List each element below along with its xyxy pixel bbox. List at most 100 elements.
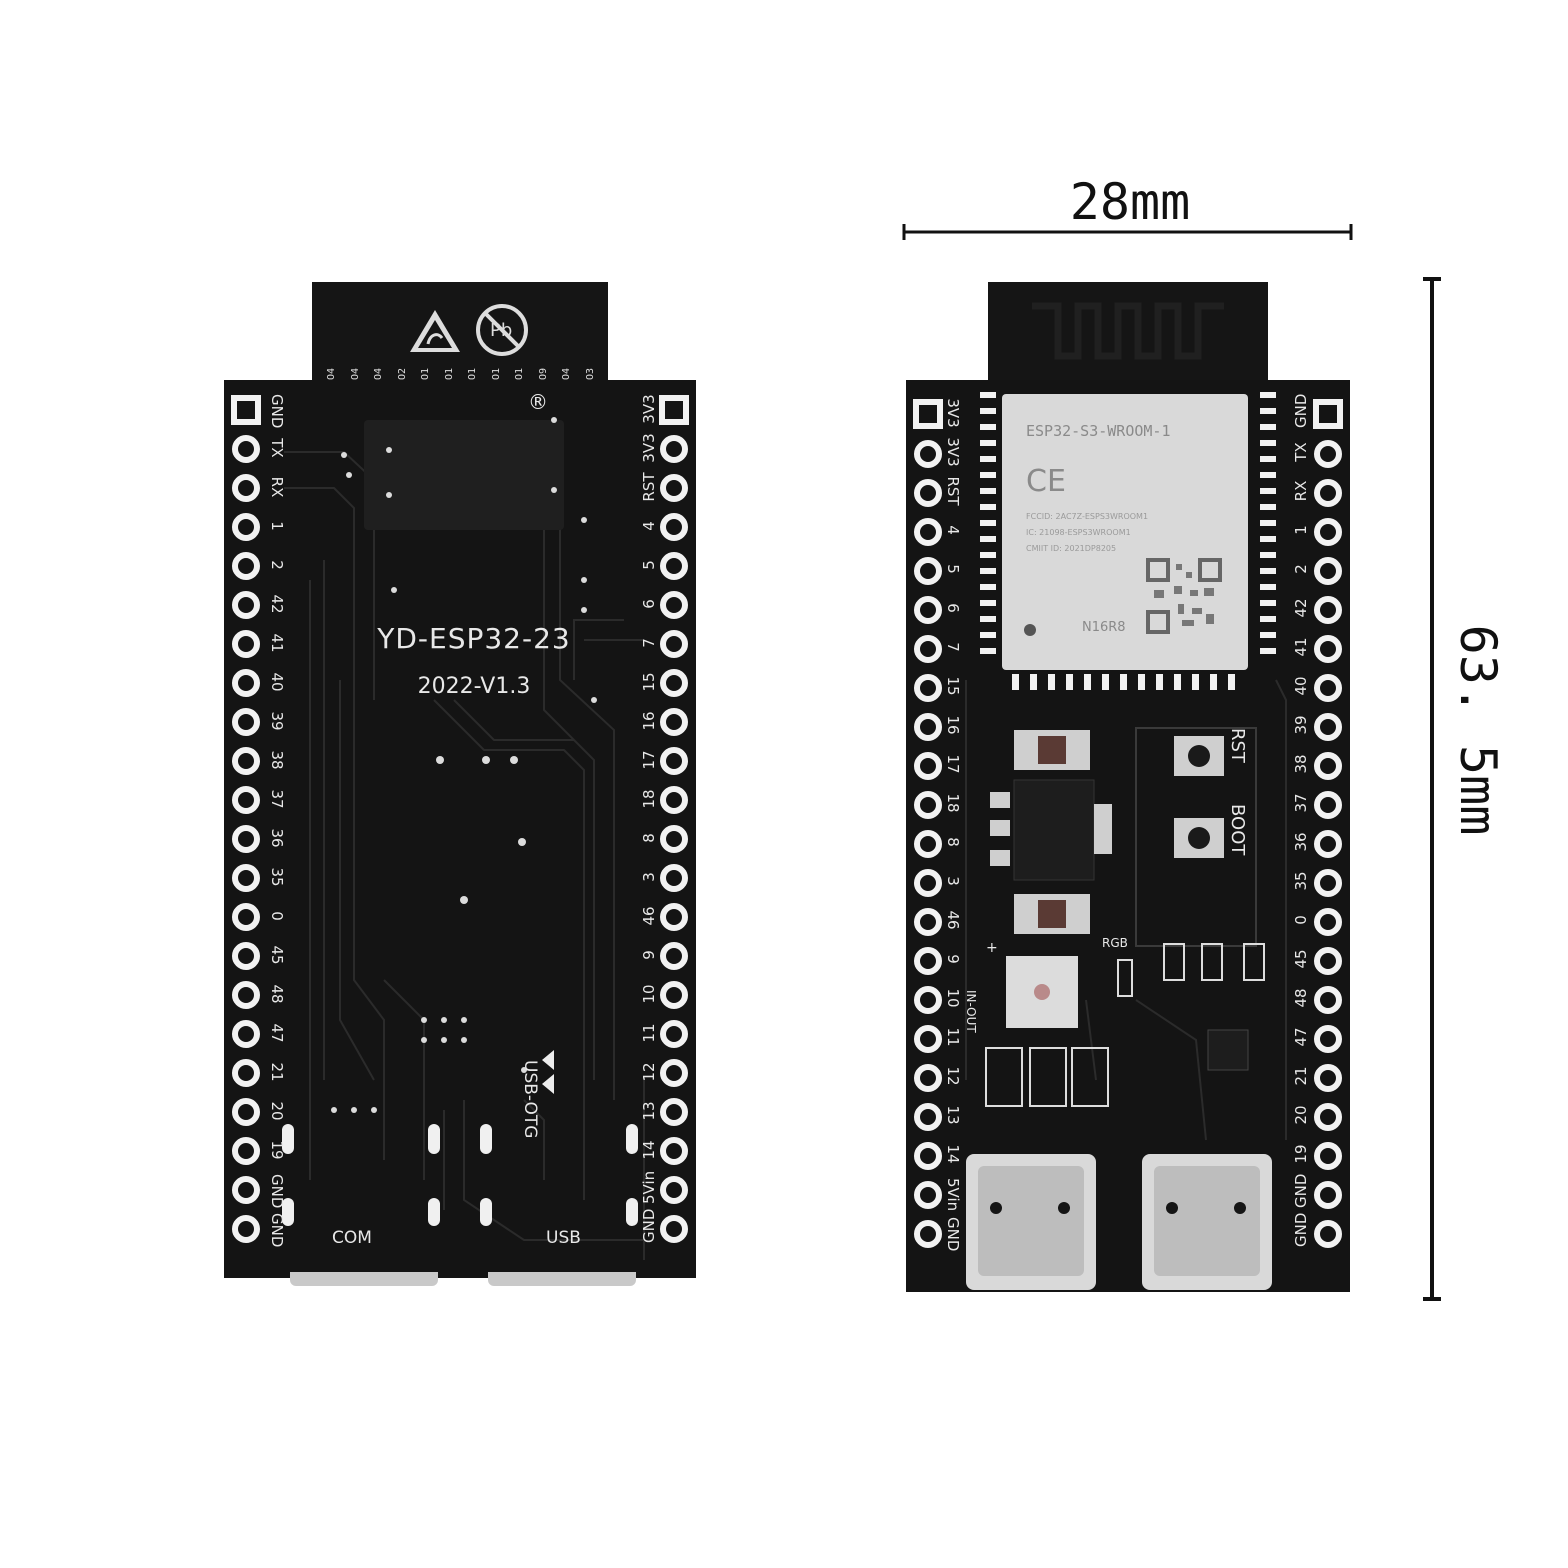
pin-label: 13 — [944, 1105, 962, 1125]
front-right-pin-labels: GND TX RX 1 2 42 41 40 39 38 37 36 35 0 … — [1286, 394, 1316, 1264]
pin-label: 48 — [268, 984, 286, 1004]
pin-label: TX — [268, 438, 286, 458]
module-cert-line: CMIIT ID: 2021DP8205 — [1026, 544, 1117, 553]
pin-label: 38 — [268, 750, 286, 770]
pin-label: GND — [1292, 1212, 1310, 1247]
front-left-pin-labels: 3V3 3V3 RST 4 5 6 7 15 16 17 18 8 3 46 9… — [938, 394, 968, 1264]
usb-otg-label: USB-OTG — [520, 1060, 540, 1139]
rgb-label: RGB — [1102, 936, 1128, 950]
boot-label: BOOT — [1227, 804, 1248, 856]
pin-label: 5Vin — [944, 1178, 962, 1212]
pin-label: RX — [1292, 480, 1310, 502]
pin-label: 36 — [268, 828, 286, 848]
pin-label: 3V3 — [944, 437, 962, 467]
pin-label: 16 — [640, 711, 658, 731]
front-pcb: ESP32-S3-WROOM-1 CE FCCID: 2AC7Z-ESPS3WR… — [906, 380, 1350, 1292]
pin-label: 18 — [944, 793, 962, 813]
pin-label: 8 — [944, 837, 962, 847]
module-variant: N16R8 — [1082, 620, 1126, 635]
width-dimension-label: 28mm — [1069, 173, 1191, 231]
registered-mark: ® — [528, 390, 548, 414]
pin-label: 3 — [640, 872, 658, 882]
pin-label: 45 — [268, 945, 286, 965]
board-name: YD-ESP32-23 — [377, 622, 571, 655]
pin-label: 9 — [944, 954, 962, 964]
pin-label: 20 — [1292, 1105, 1310, 1125]
pin-label: GND — [1292, 1173, 1310, 1208]
pin-label: RX — [268, 476, 286, 498]
pin-label: 40 — [268, 672, 286, 692]
pin-label: 21 — [1292, 1066, 1310, 1086]
usb-label: USB — [546, 1228, 581, 1248]
back-board: Pb IO4 IO4 IO4 IO2 IO1 IO1 IO1 IO1 IO1 I… — [224, 282, 696, 1292]
back-left-pin-labels: GND TX RX 1 2 42 41 40 39 38 37 36 35 0 … — [262, 390, 292, 1248]
plus-label: + — [986, 940, 998, 956]
pin-label: 42 — [268, 594, 286, 614]
pin-label: 36 — [1292, 832, 1310, 852]
front-traces — [965, 392, 1287, 1290]
pin-label: 13 — [640, 1101, 658, 1121]
module-name: ESP32-S3-WROOM-1 — [1026, 422, 1171, 440]
rst-label: RST — [1227, 728, 1248, 763]
pin-label: 4 — [640, 521, 658, 531]
pin-label: 37 — [1292, 793, 1310, 813]
pin-label: 4 — [944, 525, 962, 535]
pin-label: 6 — [640, 599, 658, 609]
pin-label: 40 — [1292, 676, 1310, 696]
pin-label: 6 — [944, 603, 962, 613]
pin-label: 47 — [268, 1023, 286, 1043]
module-cert-line: FCCID: 2AC7Z-ESPS3WROOM1 — [1026, 512, 1149, 521]
pin-label: 41 — [268, 633, 286, 653]
pin-label: 21 — [268, 1062, 286, 1082]
pin-label: 1 — [268, 521, 286, 531]
pin-label: 3 — [944, 876, 962, 886]
back-right-pin-labels: 3V3 3V3 RST 4 5 6 7 15 16 17 18 8 3 46 9… — [634, 390, 664, 1248]
antenna-trace-icon — [1032, 302, 1224, 360]
pin-label: 0 — [1292, 915, 1310, 925]
pin-label: 3V3 — [944, 398, 962, 428]
front-board: ESP32-S3-WROOM-1 CE FCCID: 2AC7Z-ESPS3WR… — [906, 282, 1350, 1292]
board-version: 2022-V1.3 — [417, 674, 531, 699]
pin-label: 46 — [640, 906, 658, 926]
pin-label: 2 — [1292, 564, 1310, 574]
pin-label: 7 — [944, 642, 962, 652]
back-left-pads — [231, 395, 261, 1243]
in-out-label: IN-OUT — [964, 990, 978, 1033]
pin-label: TX — [1292, 442, 1310, 462]
pin-label: 7 — [640, 638, 658, 648]
pin-label: 14 — [640, 1140, 658, 1160]
pin-label: 15 — [640, 672, 658, 692]
pin-label: 39 — [1292, 715, 1310, 735]
pin-label: 0 — [268, 911, 286, 921]
pin-label: 11 — [640, 1023, 658, 1043]
com-label: COM — [332, 1228, 372, 1248]
pin-label: 17 — [640, 750, 658, 770]
pin-label: 3V3 — [640, 394, 658, 424]
pin-label: 41 — [1292, 637, 1310, 657]
esd-warning-icon — [410, 310, 460, 352]
front-right-pads — [1313, 399, 1343, 1248]
pin-label: 48 — [1292, 988, 1310, 1008]
pin-label: 38 — [1292, 754, 1310, 774]
pin-label: 12 — [640, 1062, 658, 1082]
pin-label: 14 — [944, 1144, 962, 1164]
front-antenna — [988, 282, 1268, 394]
pin-label: 37 — [268, 789, 286, 809]
back-pcb: GND TX RX 1 2 42 41 40 39 38 37 36 35 0 … — [224, 380, 696, 1278]
pin-label: 5 — [640, 560, 658, 570]
pin-label: 2 — [268, 560, 286, 570]
pin-label: 19 — [1292, 1144, 1310, 1164]
pin-label: 19 — [268, 1140, 286, 1160]
height-dimension-line — [1423, 277, 1441, 1301]
front-left-pads — [913, 399, 943, 1248]
pin-label: 11 — [944, 1027, 962, 1047]
pin-label: 9 — [640, 950, 658, 960]
back-usb-connector-com — [290, 1272, 438, 1286]
pin-label: 47 — [1292, 1027, 1310, 1047]
pin-label: 10 — [944, 988, 962, 1008]
pin-label: 35 — [1292, 871, 1310, 891]
back-usb-connector-usb — [488, 1272, 636, 1286]
pin-label: 20 — [268, 1101, 286, 1121]
pin1-dot — [1024, 624, 1036, 636]
pin-label: 17 — [944, 754, 962, 774]
